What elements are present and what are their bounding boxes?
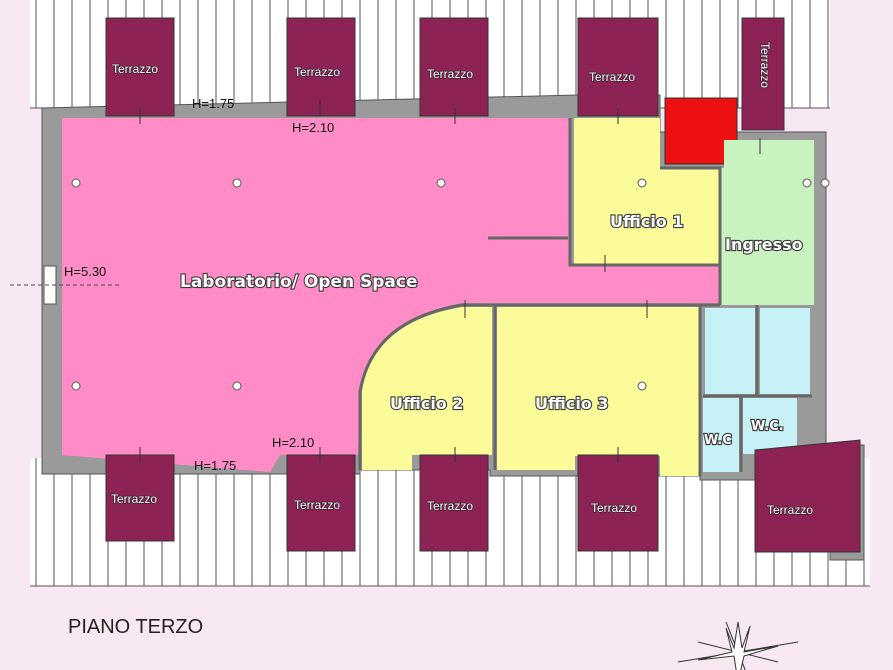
terrazzo-bottom-1-label: Terrazzo: [111, 492, 157, 506]
terrazzo-top-4-label: Terrazzo: [589, 70, 635, 84]
terrazzo-bottom-4: [577, 454, 659, 552]
terrazzo-top-1-label: Terrazzo: [112, 62, 158, 76]
height-175-top: H=1.75: [192, 96, 234, 111]
wc-2-label: W.C.: [751, 419, 784, 434]
floor-title: PIANO TERZO: [68, 616, 203, 638]
compass-rose-icon: [677, 621, 799, 670]
terrazzo-bottom-1: [105, 454, 175, 542]
ufficio-1-label: Ufficio 1: [610, 212, 684, 231]
interior-walls: [358, 118, 812, 476]
height-175-bottom: H=1.75: [194, 458, 236, 473]
ufficio-1-room: [574, 118, 720, 265]
ufficio-2-label: Ufficio 2: [390, 394, 464, 413]
open-space-room: [62, 118, 720, 472]
height-210-top: H=2.10: [292, 120, 334, 135]
terrazzo-top-4: [577, 17, 659, 117]
terrazzo-top-5-label: Terrazzo: [758, 42, 772, 88]
door-markers: [139, 100, 761, 463]
height-530: H=5.30: [64, 264, 106, 279]
terrazzo-top-5: [741, 17, 785, 131]
ufficio-3-room: [497, 307, 700, 476]
wc-anteroom-1: [705, 308, 755, 394]
terrazzo-bottom-5: [754, 439, 861, 553]
wc-room-2: [743, 398, 797, 454]
terrazzo-top-2-label: Terrazzo: [294, 65, 340, 79]
ufficio-2-room: [362, 307, 492, 470]
open-space-label: Laboratorio/ Open Space: [180, 272, 418, 292]
terraces-bottom: [105, 439, 861, 553]
ingresso-room: [720, 140, 814, 305]
terrazzo-bottom-2-label: Terrazzo: [294, 498, 340, 512]
terrazzo-top-3-label: Terrazzo: [427, 67, 473, 81]
wc-room-1: [703, 398, 739, 472]
terrazzo-bottom-4-label: Terrazzo: [591, 501, 637, 515]
structural-columns: [71, 178, 830, 391]
terrazzo-bottom-5-label: Terrazzo: [767, 503, 813, 517]
ingresso-label: Ingresso: [725, 235, 803, 254]
terrazzo-top-3: [419, 17, 489, 117]
terrazzo-top-2: [286, 17, 356, 117]
terrazzo-bottom-3: [419, 454, 489, 552]
wc-1-label: W.C: [704, 433, 732, 448]
terrazzo-bottom-2: [286, 454, 356, 552]
left-window: [43, 265, 57, 305]
ufficio-3-label: Ufficio 3: [535, 394, 609, 413]
terraces-top: [105, 17, 785, 131]
height-210-bottom: H=2.10: [272, 435, 314, 450]
terrazzo-bottom-3-label: Terrazzo: [427, 499, 473, 513]
wc-anteroom-2: [760, 308, 810, 394]
